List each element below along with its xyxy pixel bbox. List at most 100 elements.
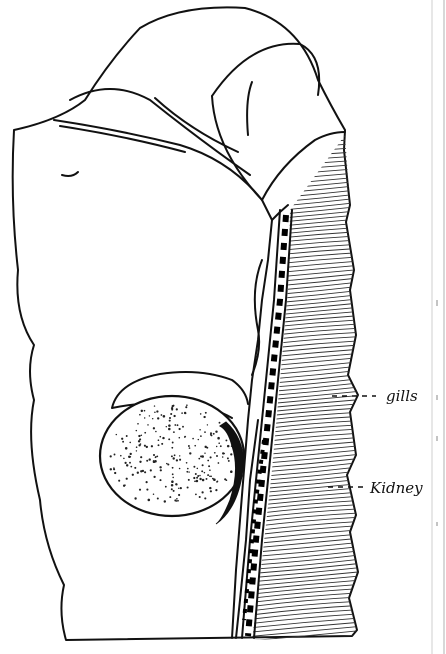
stipple-dot xyxy=(159,479,161,481)
stipple-dot xyxy=(172,467,174,469)
stipple-dot xyxy=(204,452,205,453)
stipple-dot xyxy=(149,415,150,416)
stipple-dot xyxy=(200,413,202,415)
stipple-dot xyxy=(215,430,217,432)
stipple-dot xyxy=(210,456,212,458)
stipple-dot xyxy=(178,488,179,489)
stipple-dot xyxy=(179,459,181,461)
stipple-dot xyxy=(201,455,204,458)
stipple-dot xyxy=(153,454,155,456)
stipple-dot xyxy=(202,464,204,466)
stipple-dot xyxy=(179,428,181,430)
stipple-dot xyxy=(110,455,112,457)
stipple-dot xyxy=(171,480,174,483)
stipple-dot xyxy=(204,472,206,474)
stipple-dot xyxy=(186,404,188,406)
stipple-dot xyxy=(193,477,195,479)
stipple-dot xyxy=(134,467,136,469)
stipple-dot xyxy=(173,415,175,417)
stipple-dot xyxy=(144,471,146,473)
stipple-dot xyxy=(154,412,156,414)
stipple-dot xyxy=(146,489,148,491)
stipple-dot xyxy=(121,438,123,440)
stipple-dot xyxy=(171,484,174,487)
stipple-dot xyxy=(185,406,187,408)
stipple-dot xyxy=(144,417,145,418)
stipple-dot xyxy=(177,424,179,426)
stipple-dot xyxy=(155,457,157,459)
stipple-dot xyxy=(176,484,178,486)
stipple-dot xyxy=(223,453,225,455)
stipple-dot xyxy=(201,470,203,472)
stipple-dot xyxy=(125,447,128,450)
stipple-dot xyxy=(209,487,211,489)
stipple-dot xyxy=(140,456,142,458)
stipple-dot xyxy=(208,465,210,467)
stipple-dot xyxy=(129,442,131,444)
stipple-dot xyxy=(158,439,160,441)
stipple-dot xyxy=(169,420,171,422)
stipple-dot xyxy=(123,458,125,460)
stipple-dot xyxy=(200,435,202,437)
stipple-dot xyxy=(113,467,115,469)
stipple-dot xyxy=(225,439,227,441)
stipple-dot xyxy=(144,432,146,434)
stipple-dot xyxy=(176,498,178,500)
stipple-dot xyxy=(170,413,172,415)
stipple-dot xyxy=(149,458,151,460)
stipple-dot xyxy=(219,422,221,424)
stipple-dot xyxy=(173,431,175,433)
stipple-dot xyxy=(196,480,199,483)
stipple-dot xyxy=(186,471,188,473)
stipple-dot xyxy=(153,494,154,495)
stipple-dot xyxy=(159,436,161,438)
stipple-dot xyxy=(207,424,208,425)
stipple-dot xyxy=(173,490,175,492)
stipple-dot xyxy=(172,405,174,407)
stipple-dot xyxy=(126,435,128,437)
stipple-dot xyxy=(157,497,159,499)
stipple-dot xyxy=(206,478,208,480)
stipple-dot xyxy=(179,468,181,470)
stipple-dot xyxy=(189,447,191,449)
stipple-dot xyxy=(165,486,167,488)
stipple-dot xyxy=(184,412,186,414)
stipple-dot xyxy=(110,468,112,470)
stipple-dot xyxy=(162,437,164,439)
stipple-dot xyxy=(204,431,206,433)
gills-label: gills xyxy=(386,387,418,405)
stipple-dot xyxy=(147,424,149,426)
stipple-dot xyxy=(197,475,199,477)
stipple-dot xyxy=(188,479,190,481)
stipple-dot xyxy=(173,457,175,459)
stipple-dot xyxy=(216,455,218,457)
stipple-dot xyxy=(188,471,189,472)
stipple-dot xyxy=(152,418,153,419)
stipple-dot xyxy=(141,410,143,412)
stipple-dot xyxy=(172,473,174,475)
stipple-dot xyxy=(207,460,209,462)
stipple-dot xyxy=(130,453,132,455)
stipple-dot xyxy=(161,443,163,445)
stipple-dot xyxy=(167,463,169,465)
stipple-dot xyxy=(146,460,148,462)
stipple-dot xyxy=(174,499,176,501)
stipple-dot xyxy=(178,494,180,496)
stipple-dot xyxy=(155,431,157,433)
stipple-dot xyxy=(171,488,173,490)
stipple-dot xyxy=(186,462,188,464)
stipple-dot xyxy=(154,405,155,406)
stipple-dot xyxy=(179,437,181,439)
stipple-dot xyxy=(174,424,176,426)
stipple-dot xyxy=(114,454,116,456)
stipple-dot xyxy=(122,441,124,443)
stipple-dot xyxy=(168,438,170,440)
gill-line xyxy=(240,181,360,192)
stipple-dot xyxy=(204,446,206,448)
stipple-dot xyxy=(148,499,151,502)
stipple-dot xyxy=(203,416,205,418)
stipple-dot xyxy=(140,470,142,472)
stipple-dot xyxy=(136,450,137,451)
stipple-dot xyxy=(138,435,140,437)
